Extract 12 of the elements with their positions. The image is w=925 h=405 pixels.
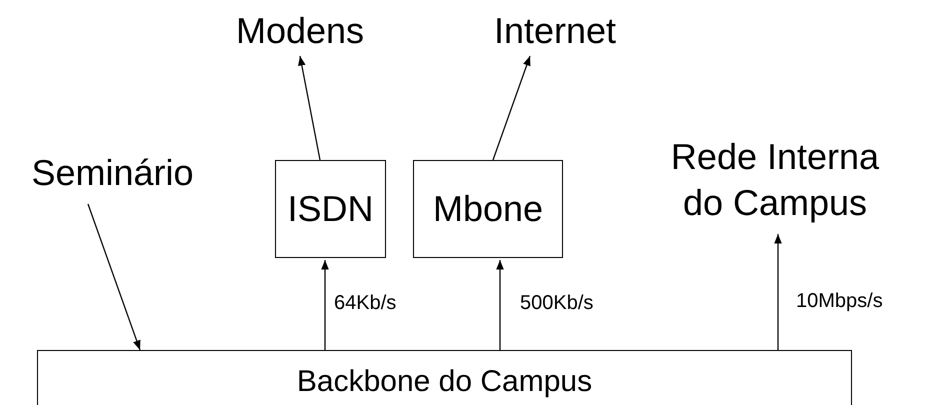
node-box: Mbone xyxy=(413,160,563,258)
node-box: Backbone do Campus xyxy=(37,350,852,405)
arrow xyxy=(492,56,531,160)
arrow xyxy=(87,204,141,350)
node-box: ISDN xyxy=(275,160,386,258)
edge-label: 64Kb/s xyxy=(334,291,396,316)
arrow xyxy=(774,234,782,350)
edge-label: 10Mbps/s xyxy=(796,289,883,314)
arrow xyxy=(321,260,329,350)
edge-label: 500Kb/s xyxy=(520,291,594,316)
arrow xyxy=(298,56,321,160)
arrow xyxy=(496,260,504,350)
